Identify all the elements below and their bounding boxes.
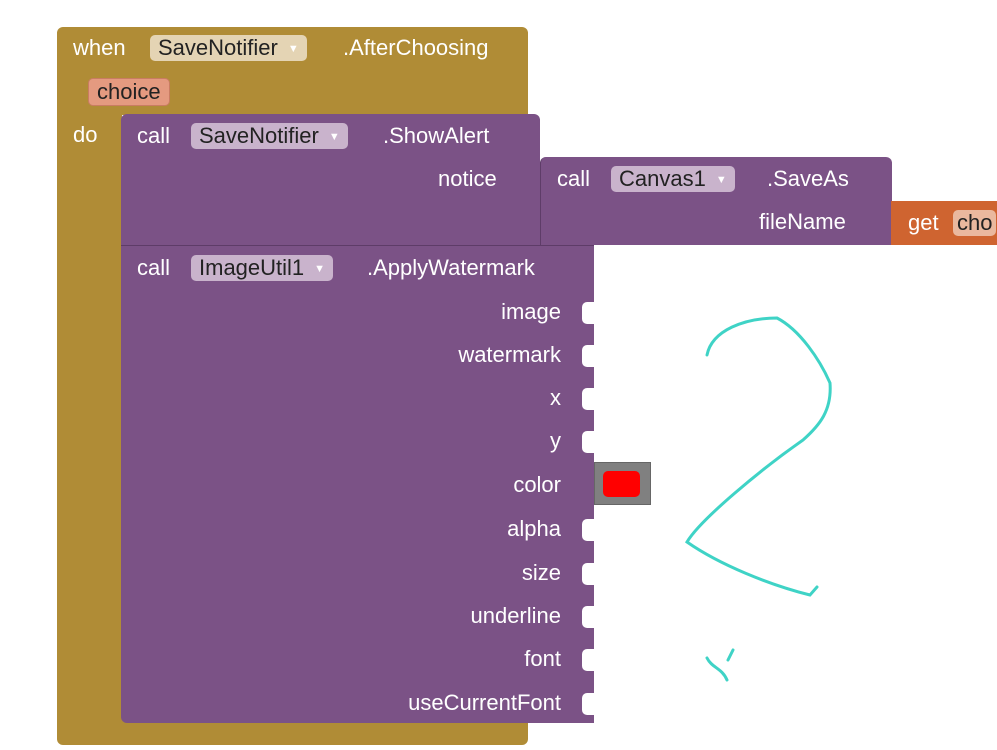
dropdown-arrow-icon: ▼ [328,131,340,144]
apply-watermark-block[interactable]: call ImageUtil1 ▼ .ApplyWatermark image w… [121,245,594,723]
when-label: when [73,35,126,60]
arg-use-current-font: useCurrentFont [408,690,561,715]
event-name: .AfterChoosing [343,35,489,60]
drawing-stroke-2 [684,316,832,597]
dropdown-arrow-icon: ▼ [287,43,299,56]
get-variable-dropdown[interactable]: cho [953,210,997,236]
method-name: .ShowAlert [383,123,490,148]
method-name: .SaveAs [767,166,849,191]
show-alert-component-dropdown[interactable]: SaveNotifier ▼ [191,123,348,149]
input-socket[interactable] [582,431,594,453]
input-socket[interactable] [582,519,594,541]
param-choice[interactable]: choice [88,78,170,106]
arg-underline: underline [470,603,561,628]
arg-size: size [521,560,561,585]
dropdown-value: SaveNotifier [199,123,319,148]
method-name: .ApplyWatermark [367,255,535,280]
input-socket[interactable] [582,606,594,628]
arg-font: font [524,646,561,671]
dropdown-value: Canvas1 [619,166,706,191]
dropdown-arrow-icon: ▼ [314,263,326,276]
do-label: do [73,122,98,147]
dropdown-arrow-icon: ▼ [715,174,727,187]
dropdown-value: ImageUtil1 [199,255,305,280]
arg-notice-label: notice [438,166,497,191]
call-label: call [557,166,591,191]
input-socket[interactable] [582,388,594,410]
event-block-bottom [57,720,528,745]
save-as-component-dropdown[interactable]: Canvas1 ▼ [611,166,735,192]
arg-x: x [550,385,561,410]
arg-alpha: alpha [507,516,561,541]
call-label: call [137,123,171,148]
input-socket[interactable] [582,649,594,671]
show-alert-block[interactable]: call SaveNotifier ▼ .ShowAlert notice [121,114,540,245]
arg-color: color [513,472,561,497]
arg-y: y [550,428,561,453]
event-component-dropdown[interactable]: SaveNotifier ▼ [150,35,307,61]
event-block-left-stripe [57,114,122,722]
get-label: get [908,210,939,235]
input-socket[interactable] [582,302,594,324]
arg-watermark: watermark [458,342,561,367]
dropdown-value: SaveNotifier [158,35,278,60]
arg-filename-label: fileName [759,209,846,234]
color-block[interactable] [594,462,651,505]
color-swatch[interactable] [603,471,640,497]
input-socket[interactable] [582,563,594,585]
call-label: call [137,255,171,280]
arg-image: image [501,299,561,324]
args-column: image watermark x y color alpha size und… [121,246,561,723]
input-socket[interactable] [582,345,594,367]
save-as-block[interactable]: call Canvas1 ▼ .SaveAs fileName [540,157,892,245]
input-socket[interactable] [582,693,594,715]
drawing-stroke-mark [705,648,735,682]
apply-watermark-component-dropdown[interactable]: ImageUtil1 ▼ [191,255,334,281]
get-variable-block[interactable]: get cho [891,201,997,245]
